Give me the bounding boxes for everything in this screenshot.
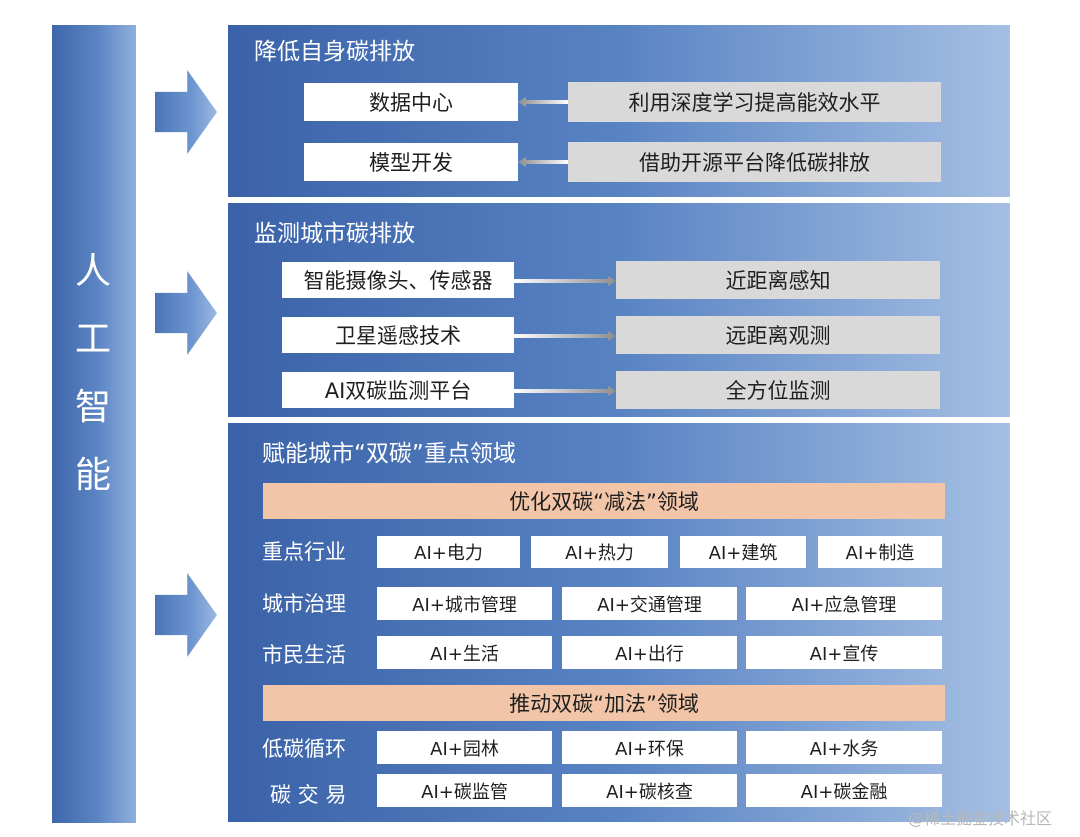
row-label: 重点行业	[262, 540, 346, 564]
node-smart-camera-sensor: 智能摄像头、传感器	[282, 262, 514, 298]
arrow-left-icon	[518, 97, 568, 107]
node-deep-learning-efficiency: 利用深度学习提高能效水平	[568, 82, 941, 122]
node-ai-carbon-monitoring-platform: AI双碳监测平台	[282, 372, 514, 408]
row-label: 低碳循环	[262, 737, 346, 761]
node-model-development: 模型开发	[304, 143, 518, 181]
section-title: 降低自身碳排放	[254, 39, 415, 65]
node-satellite-remote-sensing: 卫星遥感技术	[282, 317, 514, 353]
node-data-center: 数据中心	[304, 83, 518, 121]
section-title: 监测城市碳排放	[254, 221, 415, 247]
domain-box: AI+出行	[562, 636, 737, 669]
domain-box: AI+碳监管	[377, 774, 552, 807]
node-open-source-platform: 借助开源平台降低碳排放	[568, 142, 941, 182]
arrow-right-icon	[514, 386, 616, 396]
domain-box: AI+宣传	[746, 636, 942, 669]
domain-box: AI+热力	[531, 536, 668, 568]
domain-box: AI+建筑	[680, 536, 806, 568]
domain-box: AI+碳金融	[746, 774, 942, 807]
domain-box: AI+碳核查	[562, 774, 737, 807]
domain-box: AI+交通管理	[562, 587, 737, 620]
domain-box: AI+环保	[562, 731, 737, 764]
domain-box: AI+城市管理	[377, 587, 552, 620]
node-all-round-monitoring: 全方位监测	[616, 371, 940, 409]
sidebar-bar	[52, 25, 136, 823]
arrow-right-icon	[514, 276, 616, 286]
row-label: 城市治理	[262, 592, 346, 616]
arrow-right-icon	[155, 573, 217, 657]
sidebar-char: 工	[74, 319, 113, 360]
arrow-right-icon	[155, 271, 217, 355]
arrow-right-icon	[514, 331, 616, 341]
domain-box: AI+应急管理	[746, 587, 942, 620]
domain-box: AI+电力	[377, 536, 520, 568]
node-close-range-sensing: 近距离感知	[616, 261, 940, 299]
sidebar-char: 人	[74, 251, 113, 292]
domain-box: AI+制造	[818, 536, 942, 568]
subheader-addition-domain: 推动双碳“加法”领域	[263, 685, 945, 721]
sidebar-char: 智	[74, 387, 113, 428]
domain-box: AI+生活	[377, 636, 552, 669]
domain-box: AI+水务	[746, 731, 942, 764]
watermark-text: @稀土掘金技术社区	[908, 809, 1053, 828]
node-long-range-observation: 远距离观测	[616, 316, 940, 354]
section-title: 赋能城市“双碳”重点领域	[262, 441, 516, 467]
sidebar-char: 能	[74, 455, 113, 496]
sidebar-title: 人 工 智 能	[52, 238, 136, 510]
arrow-left-icon	[518, 157, 568, 167]
domain-box: AI+园林	[377, 731, 552, 764]
subheader-reduction-domain: 优化双碳“减法”领域	[263, 483, 945, 519]
row-label: 市民生活	[262, 643, 346, 667]
row-label: 碳 交 易	[270, 783, 347, 807]
arrow-right-icon	[155, 70, 217, 154]
